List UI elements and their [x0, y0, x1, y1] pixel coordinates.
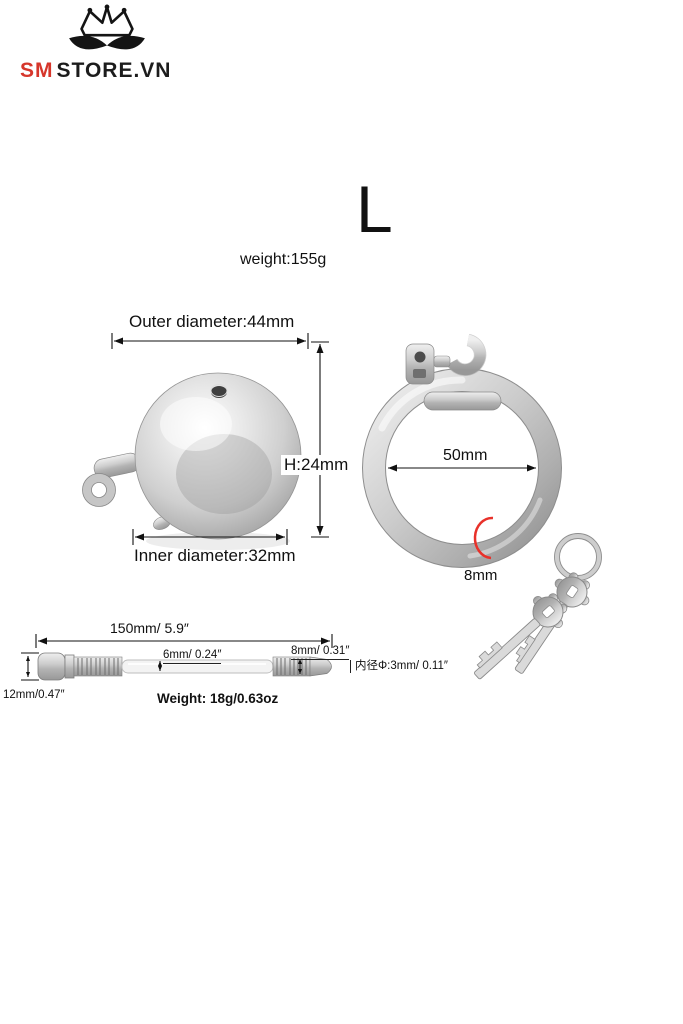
key-icon	[474, 593, 568, 680]
ring-tube-diameter-label: 8mm	[464, 567, 498, 584]
cap-photo	[82, 372, 302, 550]
rod-head-diameter-label: 12mm/0.47″	[3, 689, 65, 701]
rod-inner-bore-label: 内径Φ:3mm/ 0.11″	[350, 660, 448, 674]
rod-tip-diameter-label: 8mm/ 0.31″	[291, 645, 350, 661]
tube-thickness-marker	[473, 516, 494, 560]
product-weight-label: weight:155g	[240, 251, 327, 268]
crown-leaves-icon	[69, 4, 145, 50]
rod-weight-label: Weight: 18g/0.63oz	[157, 691, 279, 706]
cap-outer-diameter-label: Outer diameter:44mm	[129, 312, 295, 331]
size-label: L	[356, 172, 393, 246]
rod-shaft-diameter-label: 6mm/ 0.24″	[163, 649, 222, 665]
dimension-lines	[21, 333, 536, 681]
rod-length-label: 150mm/ 5.9″	[110, 620, 189, 636]
ring-photo	[362, 333, 562, 568]
keys-photo	[474, 533, 602, 680]
brand-name-primary: SM	[20, 59, 54, 82]
cap-height-label: H:24mm	[281, 455, 352, 475]
brand-name-secondary: STORE.VN	[56, 59, 172, 82]
ring-inner-diameter-label: 50mm	[440, 447, 491, 466]
cap-inner-diameter-label: Inner diameter:32mm	[134, 546, 296, 565]
